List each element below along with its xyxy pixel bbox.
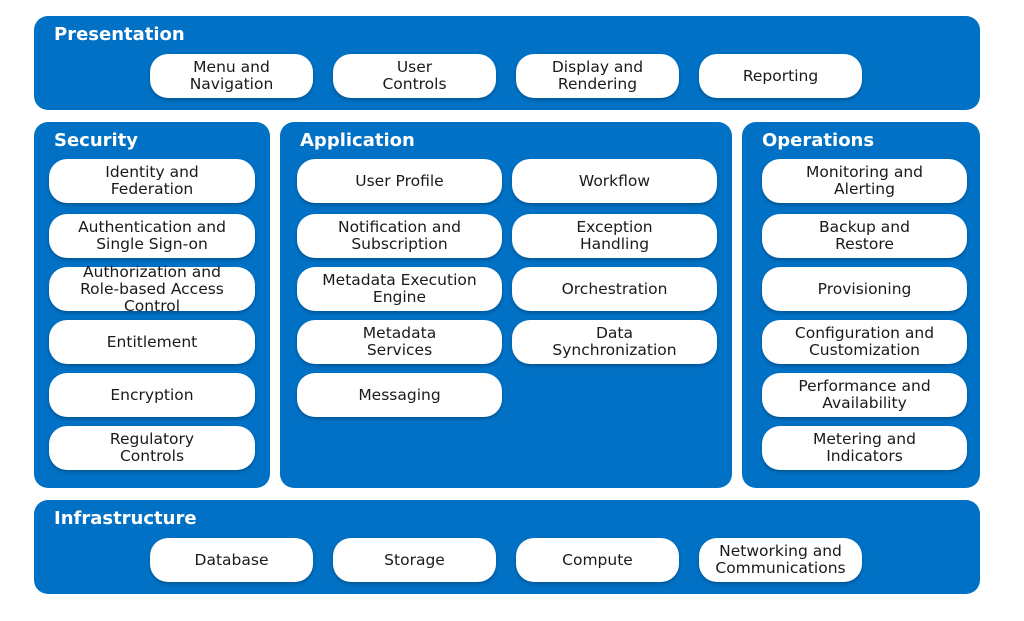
- backup-and-restore-box: Backup and Restore: [762, 214, 967, 258]
- monitoring-and-alerting-box: Monitoring and Alerting: [762, 159, 967, 203]
- configuration-and-customization-box: Configuration and Customization: [762, 320, 967, 364]
- notification-and-subscription-box: Notification and Subscription: [297, 214, 502, 258]
- orchestration-box: Orchestration: [512, 267, 717, 311]
- authorization-and-rbac-box: Authorization and Role-based Access Cont…: [49, 263, 255, 314]
- data-synchronization-box: Data Synchronization: [512, 320, 717, 364]
- encryption-box: Encryption: [49, 373, 255, 417]
- reporting-box: Reporting: [699, 54, 862, 98]
- presentation-title: Presentation: [54, 24, 185, 45]
- metadata-execution-engine-box: Metadata Execution Engine: [297, 267, 502, 311]
- security-title: Security: [54, 130, 139, 151]
- application-panel: Application User Profile Notification an…: [280, 122, 732, 488]
- operations-panel: Operations Monitoring and Alerting Backu…: [742, 122, 980, 488]
- authentication-and-sso-box: Authentication and Single Sign-on: [49, 214, 255, 258]
- security-panel: Security Identity and Federation Authent…: [34, 122, 270, 488]
- provisioning-box: Provisioning: [762, 267, 967, 311]
- infrastructure-panel: Infrastructure Database Storage Compute …: [34, 500, 980, 594]
- entitlement-box: Entitlement: [49, 320, 255, 364]
- compute-box: Compute: [516, 538, 679, 582]
- operations-title: Operations: [762, 130, 875, 151]
- presentation-panel: Presentation Menu and Navigation User Co…: [34, 16, 980, 110]
- exception-handling-box: Exception Handling: [512, 214, 717, 258]
- database-box: Database: [150, 538, 313, 582]
- messaging-box: Messaging: [297, 373, 502, 417]
- menu-and-navigation-box: Menu and Navigation: [150, 54, 313, 98]
- workflow-box: Workflow: [512, 159, 717, 203]
- user-controls-box: User Controls: [333, 54, 496, 98]
- metering-and-indicators-box: Metering and Indicators: [762, 426, 967, 470]
- user-profile-box: User Profile: [297, 159, 502, 203]
- display-and-rendering-box: Display and Rendering: [516, 54, 679, 98]
- infrastructure-title: Infrastructure: [54, 508, 197, 529]
- networking-and-communications-box: Networking and Communications: [699, 538, 862, 582]
- storage-box: Storage: [333, 538, 496, 582]
- metadata-services-box: Metadata Services: [297, 320, 502, 364]
- performance-and-availability-box: Performance and Availability: [762, 373, 967, 417]
- regulatory-controls-box: Regulatory Controls: [49, 426, 255, 470]
- application-title: Application: [300, 130, 415, 151]
- identity-and-federation-box: Identity and Federation: [49, 159, 255, 203]
